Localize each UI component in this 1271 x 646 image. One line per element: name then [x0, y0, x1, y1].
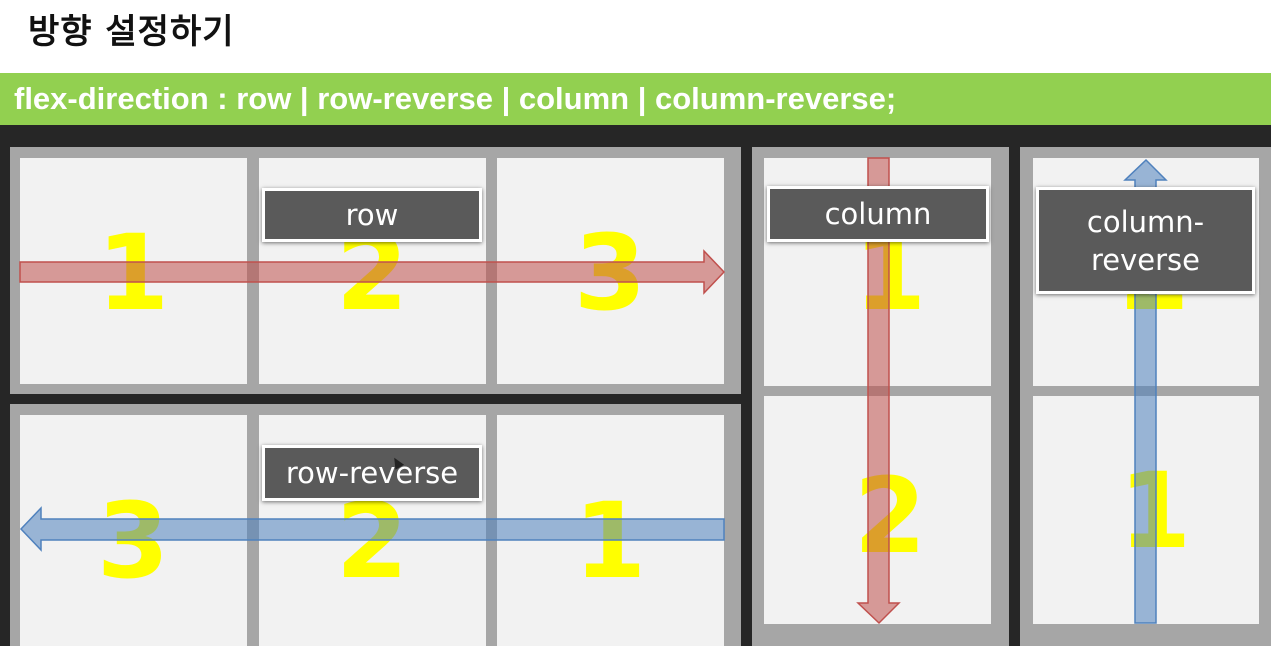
column-reverse-label-line1: column- — [1086, 204, 1205, 239]
row-reverse-item-1: 1 — [497, 415, 724, 646]
syntax-bar: flex-direction : row | row-reverse | col… — [0, 73, 1271, 125]
column-reverse-label-line2: reverse — [1090, 242, 1200, 277]
page-title: 방향 설정하기 — [28, 12, 235, 52]
item-number: 3 — [96, 480, 170, 602]
item-number: 3 — [573, 212, 647, 334]
row-item-1: 1 — [20, 158, 247, 384]
flex-direction-syntax: flex-direction : row | row-reverse | col… — [14, 81, 897, 116]
row-reverse-label: row-reverse — [262, 445, 482, 501]
column-reverse-item-1: 1 — [1033, 396, 1259, 624]
item-number: 2 — [853, 455, 927, 577]
column-label: column — [767, 186, 989, 242]
column-item-2: 2 — [764, 396, 991, 624]
item-number: 1 — [1118, 450, 1192, 572]
row-label: row — [262, 188, 482, 242]
row-reverse-item-3: 3 — [20, 415, 247, 646]
row-reverse-panel: 3 2 1 — [10, 404, 741, 646]
row-panel: 1 2 3 — [10, 147, 741, 394]
column-reverse-label: column- reverse — [1036, 187, 1255, 294]
item-number: 1 — [573, 480, 647, 602]
row-item-3: 3 — [497, 158, 724, 384]
item-number: 1 — [96, 212, 170, 334]
